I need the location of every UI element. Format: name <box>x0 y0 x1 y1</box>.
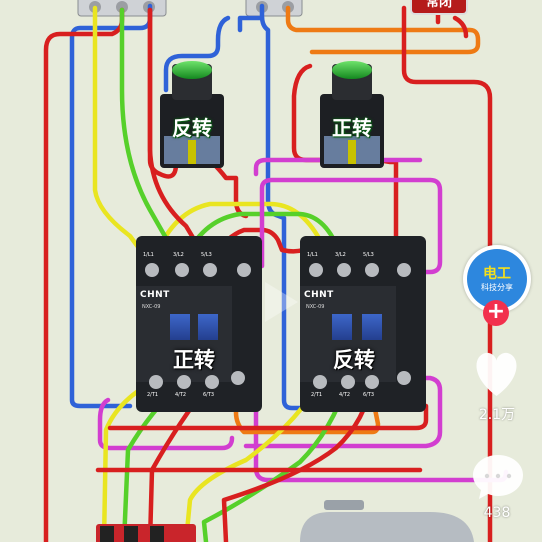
terminal-label: 4/T2 <box>175 392 187 398</box>
terminal-label: 5/L3 <box>201 252 212 258</box>
comment-count: 438 <box>483 505 511 521</box>
terminal-label: 2/T1 <box>311 392 323 398</box>
contactor-model: NXC-09 <box>306 304 325 310</box>
play-icon[interactable] <box>265 282 298 322</box>
follow-button[interactable]: + <box>483 300 509 326</box>
contactor-brand: CHNT <box>140 290 170 300</box>
contactor-brand: CHNT <box>304 290 334 300</box>
forward-pushbutton[interactable] <box>320 61 384 168</box>
reverse-contactor[interactable] <box>300 236 426 412</box>
terminal-label: 6/T3 <box>363 392 375 398</box>
motor <box>300 500 474 542</box>
terminal-label: 5/L3 <box>363 252 374 258</box>
forward-contactor-label: 正转 <box>173 348 215 372</box>
forward-button-label: 正转 <box>332 116 372 140</box>
avatar-title: 电工 <box>483 266 511 282</box>
heart-icon[interactable] <box>476 352 517 396</box>
terminal-label: 2/T1 <box>147 392 159 398</box>
contactor-model: NXC-09 <box>142 304 161 310</box>
terminal-label: 4/T2 <box>339 392 351 398</box>
avatar-subtitle: 科技分享 <box>481 283 513 292</box>
terminal-label: 3/L2 <box>173 252 184 258</box>
forward-contactor[interactable] <box>136 236 262 412</box>
comment-icon[interactable] <box>473 455 523 499</box>
terminal-label: 6/T3 <box>203 392 215 398</box>
breaker-terminals <box>77 0 303 17</box>
terminal-label: 3/L2 <box>335 252 346 258</box>
terminal-label: 1/L1 <box>307 252 318 258</box>
reverse-pushbutton[interactable] <box>160 61 224 168</box>
terminal-block <box>96 524 196 542</box>
terminal-label: 1/L1 <box>143 252 154 258</box>
reverse-contactor-label: 反转 <box>333 348 375 372</box>
wires <box>43 3 509 542</box>
like-count: 2.1万 <box>478 407 516 423</box>
reverse-button-label: 反转 <box>172 116 212 140</box>
stop-button-label: 常闭 <box>410 0 468 15</box>
